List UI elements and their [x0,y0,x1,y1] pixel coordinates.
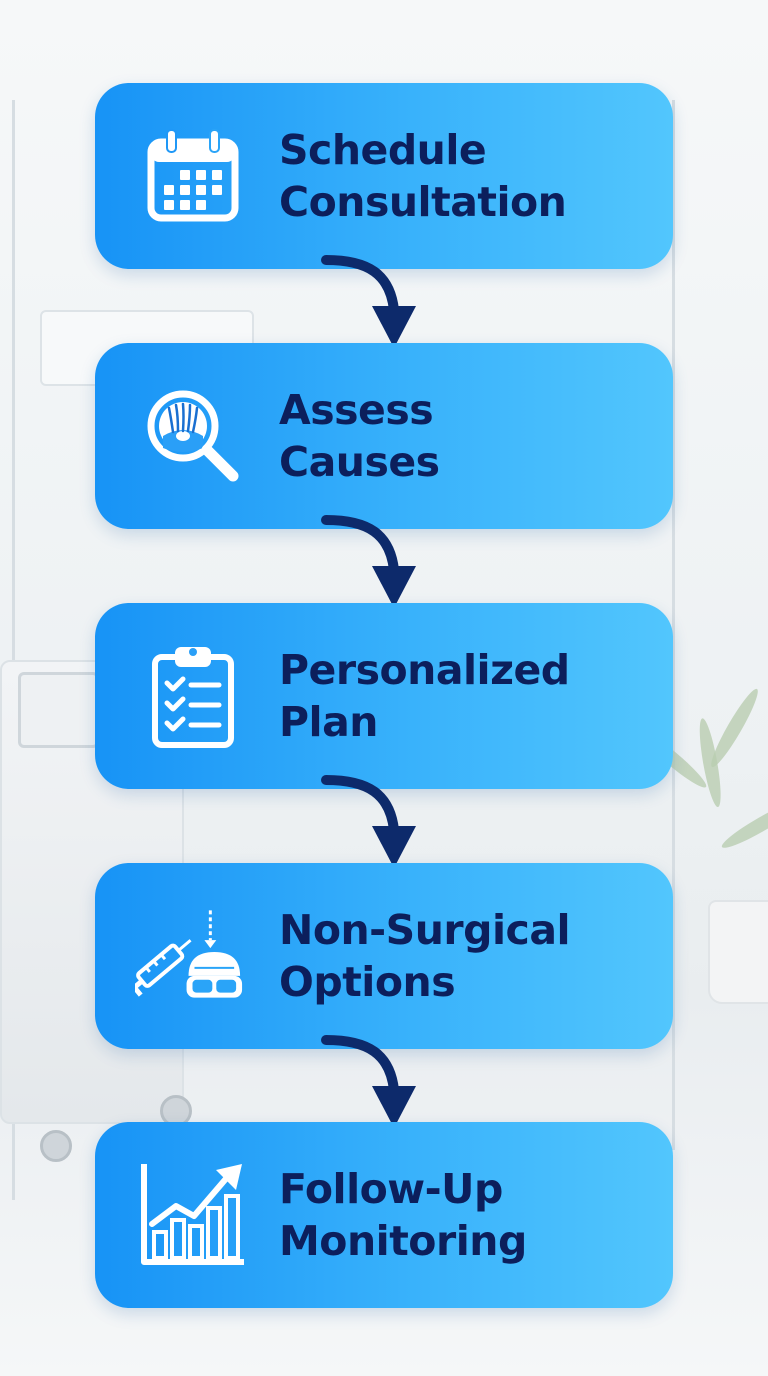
magnifier-hair-icon [135,381,250,491]
step-label-line-1: Schedule [279,126,487,174]
flow-arrow-4 [321,1035,416,1128]
step-label-line-2: Options [279,958,456,1006]
machine-wheel [160,1095,192,1127]
flow-arrow-2 [321,515,416,608]
clipboard-checklist-icon [135,641,250,751]
step-label-line-2: Causes [279,438,440,486]
flow-arrow-3 [321,775,416,868]
step-label: Schedule Consultation [279,124,567,228]
step-label-line-1: Non-Surgical [279,906,571,954]
step-card-non-surgical-options: Non-Surgical Options [95,863,673,1049]
step-label: Personalized Plan [279,644,570,748]
syringe-laser-helmet-icon [135,901,250,1011]
step-label: Assess Causes [279,384,440,488]
glass-partition [12,100,15,1200]
step-card-assess-causes: Assess Causes [95,343,673,529]
step-label-line-1: Personalized [279,646,570,694]
step-label: Follow-Up Monitoring [279,1163,527,1267]
machine-screen [18,672,99,748]
step-label-line-1: Follow-Up [279,1165,503,1213]
flow-arrow-1 [321,255,416,348]
plant-pot [708,900,768,1004]
calendar-icon [135,121,250,231]
step-label-line-2: Monitoring [279,1217,527,1265]
step-card-personalized-plan: Personalized Plan [95,603,673,789]
step-card-follow-up-monitoring: Follow-Up Monitoring [95,1122,673,1308]
step-label-line-1: Assess [279,386,434,434]
step-label-line-2: Consultation [279,178,567,226]
step-card-schedule-consultation: Schedule Consultation [95,83,673,269]
machine-wheel [40,1130,72,1162]
step-label-line-2: Plan [279,698,378,746]
glass-partition [672,100,675,1150]
step-label: Non-Surgical Options [279,904,571,1008]
growth-chart-icon [135,1160,250,1270]
